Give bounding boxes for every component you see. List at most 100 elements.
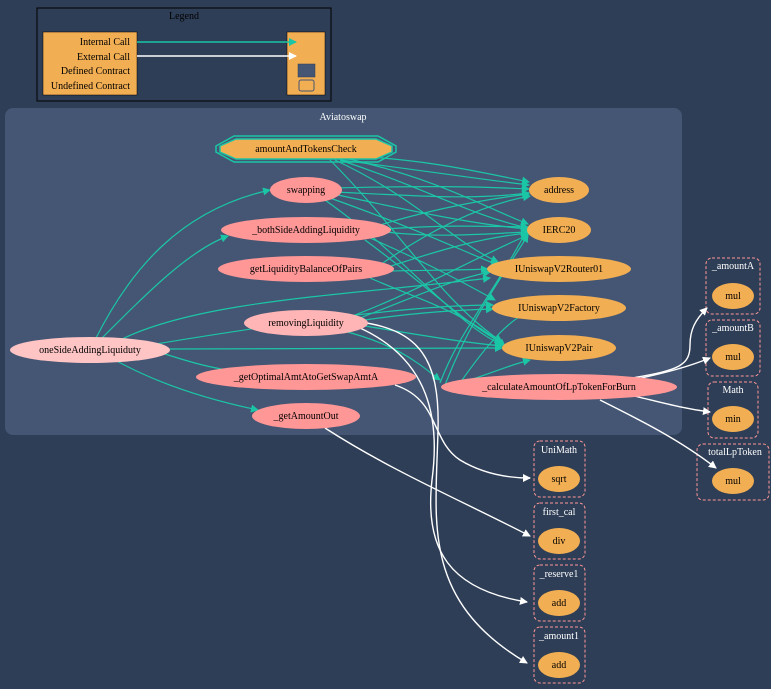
node-swapping-label: swapping [287, 185, 325, 196]
node-ierc20-label: IERC20 [543, 225, 576, 236]
edge-internal [364, 325, 503, 350]
node-iuniswapv2factory[interactable]: IUniswapV2Factory [492, 295, 626, 321]
edge-internal [334, 184, 530, 193]
node-swapping-shape [270, 177, 342, 203]
edge-internal [329, 159, 503, 343]
legend-row-defined-contract: Defined Contract [61, 66, 130, 77]
node-getliquiditybalanceofpairs[interactable]: getLiquidityBalanceOfPairs [218, 256, 394, 282]
node-getamountout-shape [252, 403, 360, 429]
node-ierc20-shape [527, 217, 591, 243]
node-onesideaddingliquiduty-shape [10, 337, 170, 363]
node-totallptoken-mul[interactable]: mul [712, 468, 754, 494]
node-getamountout[interactable]: _getAmountOut [252, 403, 360, 429]
edge-external [394, 384, 531, 482]
node-math-min[interactable]: min [712, 406, 754, 432]
legend-undefined-contract-swatch [298, 79, 315, 92]
edge-internal [384, 222, 529, 231]
node-bothsideaddingliquidity-shape [221, 217, 391, 243]
edge-external [629, 394, 711, 416]
node-amountandtokenscheck-shape [219, 138, 393, 160]
node-calculateamountoflptokenforburn-label: _calculateAmountOfLpTokenForBurn [481, 382, 636, 393]
node-getliquiditybalanceofpairs-label: getLiquidityBalanceOfPairs [250, 264, 362, 275]
edge-internal [329, 197, 499, 267]
edge-internal [354, 234, 529, 316]
node-getliquiditybalanceofpairs-shape [218, 256, 394, 282]
node-amountB-mul-shape [712, 344, 754, 370]
external-method-nodes: mul mul min mul sqrt div add add [538, 283, 754, 678]
node-getoptimalamtatogetswapamta[interactable]: _getOptimalAmtAtoGetSwapAmtA [196, 364, 416, 390]
function-nodes: amountAndTokensCheck swapping _bothSideA… [10, 135, 677, 429]
legend-row-internal-call: Internal Call [80, 37, 130, 48]
node-calculateamountoflptokenforburn-shape [441, 374, 677, 400]
node-address[interactable]: address [529, 177, 589, 203]
node-amount1-add-shape [538, 652, 580, 678]
type-nodes: address IERC20 IUniswapV2Router01 IUnisw… [487, 177, 631, 361]
legend-row-undefined-contract: Undefined Contract [51, 81, 130, 92]
edge-internal [444, 234, 529, 386]
ext-title-unimath: UniMath [541, 445, 577, 456]
edge-internal [334, 189, 530, 198]
ext-title-amount1: _amount1 [538, 631, 579, 642]
node-reserve1-add-label: add [552, 598, 566, 609]
node-ierc20[interactable]: IERC20 [527, 217, 591, 243]
edge-internal [334, 159, 499, 263]
internal-call-edges [94, 154, 531, 413]
ext-title-first-cal: first_cal [543, 507, 576, 518]
node-iuniswapv2pair-shape [502, 335, 616, 361]
node-amount1-add[interactable]: add [538, 652, 580, 678]
node-math-min-shape [712, 406, 754, 432]
ext-title-reserve1: _reserve1 [539, 569, 579, 580]
node-amountA-mul-shape [712, 283, 754, 309]
edge-external [324, 427, 531, 537]
node-iuniswapv2router01-label: IUniswapV2Router01 [515, 264, 603, 275]
edge-internal [339, 329, 441, 381]
node-address-label: address [544, 185, 574, 196]
edge-internal [99, 234, 229, 341]
node-amountA-mul[interactable]: mul [712, 283, 754, 309]
node-calculateamountoflptokenforburn[interactable]: _calculateAmountOfLpTokenForBurn [441, 374, 677, 400]
node-unimath-sqrt-shape [538, 466, 580, 492]
node-first-cal-div-label: div [553, 536, 566, 547]
node-getoptimalamtatogetswapamta-shape [196, 364, 416, 390]
node-getamountout-label: _getAmountOut [273, 411, 339, 422]
edge-external [599, 399, 717, 469]
edge-internal [384, 229, 529, 269]
node-removingliquidity[interactable]: removingLiquidity [244, 310, 368, 336]
edge-internal [364, 239, 503, 344]
node-getoptimalamtatogetswapamta-label: _getOptimalAmtAtoGetSwapAmtA [233, 372, 379, 383]
node-swapping[interactable]: swapping [270, 177, 342, 203]
node-first-cal-div[interactable]: div [538, 528, 580, 554]
node-reserve1-add-shape [538, 590, 580, 616]
edge-internal [359, 269, 491, 319]
edge-internal [339, 159, 529, 231]
node-amountandtokenscheck[interactable]: amountAndTokensCheck [215, 135, 397, 163]
node-bothsideaddingliquidity[interactable]: _bothSideAddingLiquidity [221, 217, 391, 243]
node-first-cal-div-shape [538, 528, 580, 554]
node-totallptoken-mul-label: mul [725, 476, 741, 487]
external-call-edges [324, 307, 717, 664]
edge-internal [384, 228, 529, 237]
node-totallptoken-mul-shape [712, 468, 754, 494]
edge-internal [169, 344, 503, 353]
node-iuniswapv2pair[interactable]: IUniswapV2Pair [502, 335, 616, 361]
legend: Legend Internal Call External Call Defin… [36, 7, 332, 102]
node-amountandtokenscheck-outer [215, 135, 397, 163]
legend-title: Legend [169, 11, 199, 22]
node-unimath-sqrt[interactable]: sqrt [538, 466, 580, 492]
node-amountB-mul-label: mul [725, 352, 741, 363]
edge-internal [439, 227, 529, 384]
node-onesideaddingliquiduty[interactable]: oneSideAddingLiquiduty [10, 337, 170, 363]
edge-internal [369, 237, 496, 301]
node-amountandtokenscheck-label: amountAndTokensCheck [255, 144, 357, 155]
node-iuniswapv2router01[interactable]: IUniswapV2Router01 [487, 256, 631, 282]
node-reserve1-add[interactable]: add [538, 590, 580, 616]
node-onesideaddingliquiduty-label: oneSideAddingLiquiduty [39, 345, 141, 356]
edge-internal [389, 265, 489, 274]
node-math-min-label: min [725, 414, 741, 425]
edge-internal [379, 193, 531, 266]
node-removingliquidity-shape [244, 310, 368, 336]
node-amountB-mul[interactable]: mul [712, 344, 754, 370]
legend-key-box [42, 31, 138, 96]
edge-internal [119, 274, 491, 341]
